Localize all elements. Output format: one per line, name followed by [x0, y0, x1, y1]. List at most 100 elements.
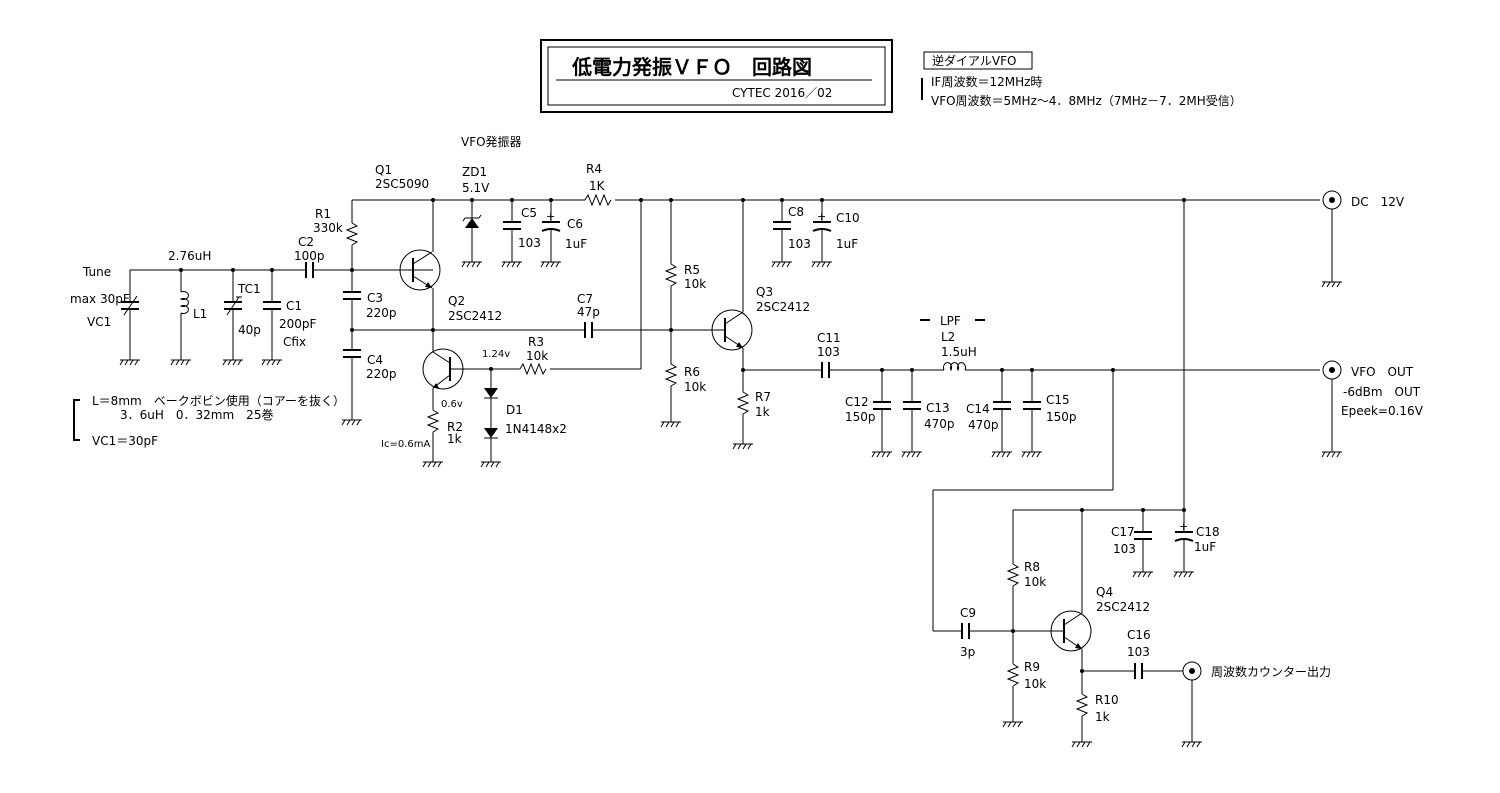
label-vfo-out: VFO OUT — [1351, 365, 1414, 379]
ground-symbol — [170, 359, 191, 366]
label-r6-value: 10k — [684, 380, 706, 394]
label-r9: R9 — [1024, 660, 1040, 674]
label-q2-part: 2SC2412 — [448, 309, 502, 323]
ground-symbol — [222, 359, 243, 366]
label-c1-value: 200pF — [279, 317, 317, 331]
ground-symbol — [771, 261, 792, 268]
label-r10: R10 — [1095, 693, 1119, 707]
label-vc1: VC1 — [87, 315, 111, 329]
label-q1: Q1 — [375, 163, 392, 177]
ground-symbol — [480, 461, 501, 468]
label-c14: C14 — [966, 402, 990, 416]
label-zd1: ZD1 — [462, 165, 487, 179]
label-q4-part: 2SC2412 — [1096, 600, 1150, 614]
component-labels: Tune max 30pF VC1 2.76uH L1 TC1 40p C1 2… — [70, 162, 1424, 724]
title-block: 低電力発振ＶＦＯ 回路図 CYTEC 2016／02 — [540, 39, 893, 113]
label-c2-value: 100p — [294, 249, 325, 263]
ground-symbol — [1321, 281, 1342, 288]
label-c18: C18 — [1196, 525, 1220, 539]
label-r4: R4 — [586, 162, 602, 176]
label-c8: C8 — [788, 205, 804, 219]
label-counter-out: 周波数カウンター出力 — [1211, 664, 1331, 679]
label-q3-part: 2SC2412 — [756, 300, 810, 314]
label-q1-part: 2SC5090 — [375, 177, 429, 191]
label-c7-value: 47p — [577, 305, 600, 319]
label-out-peak: Epeek=0.16V — [1341, 404, 1424, 418]
label-c13-value: 470p — [924, 417, 955, 431]
coil-note: L＝8mm ベークボビン使用（コアーを抜く） 3．6uH 0．32mm 25巻 … — [73, 393, 345, 448]
ground-symbol — [1002, 721, 1023, 728]
label-c10: C10 — [836, 211, 860, 225]
label-l2-value: 1.5uH — [941, 345, 977, 359]
ground-symbol — [991, 451, 1012, 458]
label-tune: Tune — [82, 265, 111, 279]
ground-symbol — [871, 451, 892, 458]
ground-symbol — [1321, 451, 1342, 458]
label-r3: R3 — [528, 335, 544, 349]
label-r7: R7 — [755, 390, 771, 404]
label-tc1: TC1 — [237, 282, 261, 296]
ground-symbols — [119, 261, 1342, 748]
ground-symbol — [1132, 571, 1153, 578]
label-c14-value: 470p — [968, 418, 999, 432]
ground-symbol — [422, 461, 443, 468]
label-r8: R8 — [1024, 560, 1040, 574]
info-block: 逆ダイアルVFO IF周波数＝12MHz時 VFO周波数＝5MHz～4．8MHz… — [921, 51, 1242, 108]
label-ic: Ic=0.6mA — [381, 439, 430, 450]
label-r2: R2 — [447, 420, 463, 434]
label-c7: C7 — [577, 292, 593, 306]
lpf-stage — [743, 319, 1320, 452]
ground-symbol — [660, 421, 681, 428]
label-c4-value: 220p — [366, 367, 397, 381]
label-c1: C1 — [286, 299, 302, 313]
label-c1-note: Cfix — [283, 335, 306, 349]
label-lpf: LPF — [940, 314, 961, 328]
label-r5-value: 10k — [684, 277, 706, 291]
label-tune-max: max 30pF — [70, 292, 130, 306]
ground-symbol — [119, 359, 140, 366]
label-r7-value: 1k — [755, 405, 770, 419]
c18-plus-glyph: + — [1179, 520, 1188, 533]
label-q4: Q4 — [1096, 585, 1113, 599]
label-c8-value: 103 — [788, 237, 811, 251]
label-d1: D1 — [506, 403, 523, 417]
label-c17-value: 103 — [1113, 542, 1136, 556]
label-c9-value: 3p — [960, 645, 975, 659]
label-l1-value: 2.76uH — [168, 249, 211, 263]
label-c3-value: 220p — [366, 306, 397, 320]
counter-buffer: + — [932, 200, 1202, 742]
coil-note-vc: VC1＝30pF — [92, 434, 158, 448]
label-out-level: -6dBm OUT — [1343, 385, 1421, 399]
ground-symbol — [901, 451, 922, 458]
label-tc1-value: 40p — [238, 323, 261, 337]
label-c15-value: 150p — [1046, 410, 1077, 424]
label-c16-value: 103 — [1127, 645, 1150, 659]
label-c13: C13 — [926, 401, 950, 415]
label-v-base: 1.24v — [482, 349, 510, 360]
label-c16: C16 — [1127, 628, 1151, 642]
c6-plus-glyph: + — [546, 210, 555, 223]
label-zd1-value: 5.1V — [462, 181, 490, 195]
label-c11-value: 103 — [817, 345, 840, 359]
label-r6: R6 — [684, 365, 700, 379]
label-c17: C17 — [1111, 525, 1135, 539]
label-c3: C3 — [367, 291, 383, 305]
title-text: 低電力発振ＶＦＯ 回路図 — [571, 55, 812, 79]
oscillator-core — [343, 198, 713, 462]
label-q3: Q3 — [756, 285, 773, 299]
ground-symbol — [1181, 741, 1202, 748]
label-r2-value: 1k — [447, 432, 462, 446]
ground-symbol — [1173, 571, 1194, 578]
c10-plus-glyph: + — [817, 210, 826, 223]
ground-symbol — [261, 359, 282, 366]
ground-symbol — [1021, 451, 1042, 458]
regulator: + — [433, 193, 1320, 262]
label-c5-value: 103 — [518, 236, 541, 250]
label-c9: C9 — [960, 606, 976, 620]
label-r1-value: 330k — [313, 221, 343, 235]
info-if-freq: IF周波数＝12MHz時 — [931, 74, 1042, 89]
label-v-emitter: 0.6v — [441, 399, 463, 410]
ground-symbol — [540, 261, 561, 268]
label-r5: R5 — [684, 263, 700, 277]
label-l2: L2 — [941, 330, 955, 344]
